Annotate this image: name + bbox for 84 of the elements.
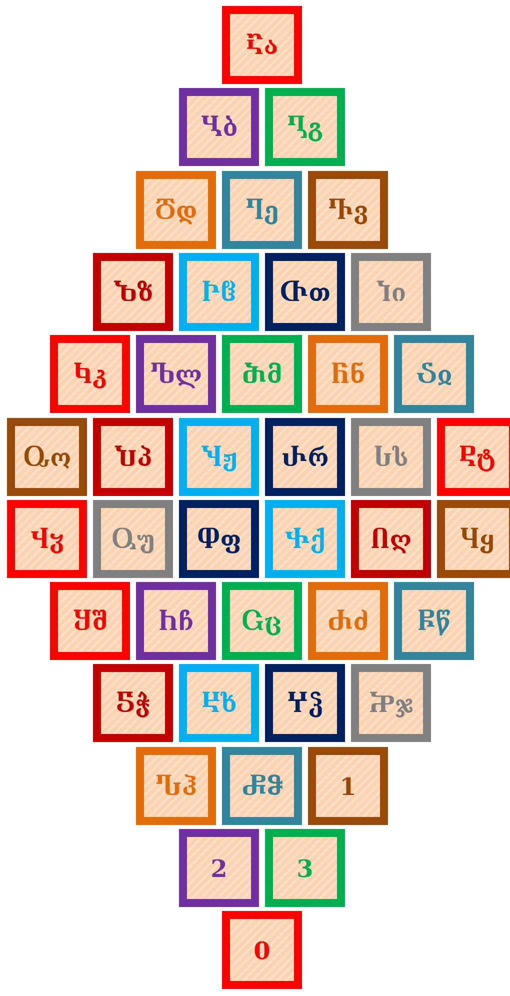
letter-tile	[179, 500, 259, 578]
tile-letters: Ⴆზ	[112, 278, 154, 306]
letter-tile	[7, 418, 87, 496]
letter-tile	[222, 6, 302, 84]
tile-letters: 1	[340, 772, 356, 800]
tile-letters: Ⴑს	[374, 442, 408, 472]
tile-letters: Ⴋმ	[242, 360, 282, 388]
letter-tile	[308, 747, 388, 825]
letter-tile	[50, 335, 130, 413]
tile-letters: Ⴍო	[22, 442, 72, 472]
tile-letters: Ⴇთ	[279, 278, 331, 306]
letter-tile	[394, 582, 474, 660]
tile-letters: Ⴈი	[376, 278, 406, 306]
letter-tile	[351, 664, 431, 742]
letter-tile	[93, 253, 173, 331]
tile-letters: 3	[296, 854, 314, 882]
tile-letters: Ⴗყ	[460, 524, 494, 554]
letter-tile	[437, 418, 510, 496]
letter-tile	[136, 335, 216, 413]
letter-tile	[308, 335, 388, 413]
letter-tile	[351, 418, 431, 496]
letter-tile	[7, 500, 87, 578]
letter-tile	[308, 582, 388, 660]
letter-tile	[179, 88, 259, 166]
tile-letters: Ⴜწ	[417, 606, 451, 636]
letter-tile	[222, 171, 302, 249]
letter-tile	[222, 582, 302, 660]
letter-tile	[93, 500, 173, 578]
letter-tile	[265, 500, 345, 578]
tile-letters: Ⴖღ	[370, 524, 412, 554]
tile-letters: Ⴙჩ	[158, 606, 194, 636]
tile-letters: Ⴢჲ	[416, 360, 452, 388]
tile-letters: Ⴣჳ	[30, 524, 64, 554]
letter-tile	[265, 664, 345, 742]
letter-tile	[50, 582, 130, 660]
tile-letters: Ⴚც	[242, 606, 282, 636]
tile-letters: Ⴎპ	[114, 442, 152, 472]
tile-letters: Ⴒტ	[458, 442, 496, 472]
tile-letters: Ⴊლ	[150, 360, 202, 388]
tile-letters: Ⴓუ	[111, 524, 155, 554]
letter-tile	[179, 253, 259, 331]
tile-letters: Ⴛძ	[327, 606, 369, 636]
tile-letters: Ⴂგ	[286, 112, 324, 142]
tile-letters: Ⴞხ	[201, 688, 237, 718]
tile-letters: Ⴟჯ	[368, 688, 414, 718]
tile-letters: 2	[210, 854, 228, 882]
tile-letters: Ⴥჵ	[241, 772, 283, 800]
letter-tile	[136, 582, 216, 660]
letter-tile	[136, 171, 216, 249]
letter-tile	[222, 335, 302, 413]
letter-tile	[351, 500, 431, 578]
letter-tile	[351, 253, 431, 331]
letter-tile	[308, 171, 388, 249]
letter-tile	[222, 911, 302, 989]
letter-tile	[265, 88, 345, 166]
letter-tile	[222, 747, 302, 825]
tile-letters: Ⴉკ	[72, 360, 108, 388]
letter-tile	[437, 500, 510, 578]
tile-letters: Ⴃდ	[154, 196, 198, 224]
letter-tile	[265, 418, 345, 496]
tile-letters: Ⴘშ	[72, 606, 108, 636]
tile-letters: Ⴄე	[245, 196, 279, 224]
tile-letters: 0	[254, 936, 270, 964]
tile-letters: Ⴐრ	[281, 442, 329, 472]
letter-tile	[265, 829, 345, 907]
tile-letters: Ⴀა	[246, 30, 278, 60]
letter-tile	[93, 418, 173, 496]
tile-letters: Ⴡჱ	[201, 278, 236, 306]
letter-tile	[179, 829, 259, 907]
tile-letters: Ⴏჟ	[200, 442, 238, 472]
tile-letters: Ⴕქ	[284, 524, 326, 554]
tile-letters: Ⴌნ	[330, 360, 366, 388]
letter-tile	[179, 664, 259, 742]
tile-letters: Ⴝჭ	[116, 688, 150, 718]
tile-letters: Ⴤჴ	[286, 688, 324, 718]
tile-letters: Ⴁბ	[200, 112, 238, 142]
letter-tile	[179, 418, 259, 496]
tile-letters: Ⴠჰ	[155, 772, 197, 800]
letter-tile	[93, 664, 173, 742]
letter-tile	[394, 335, 474, 413]
letter-tile	[136, 747, 216, 825]
tile-letters: Ⴔფ	[196, 524, 242, 554]
letter-tile	[265, 253, 345, 331]
tile-letters: Ⴅვ	[328, 196, 368, 224]
